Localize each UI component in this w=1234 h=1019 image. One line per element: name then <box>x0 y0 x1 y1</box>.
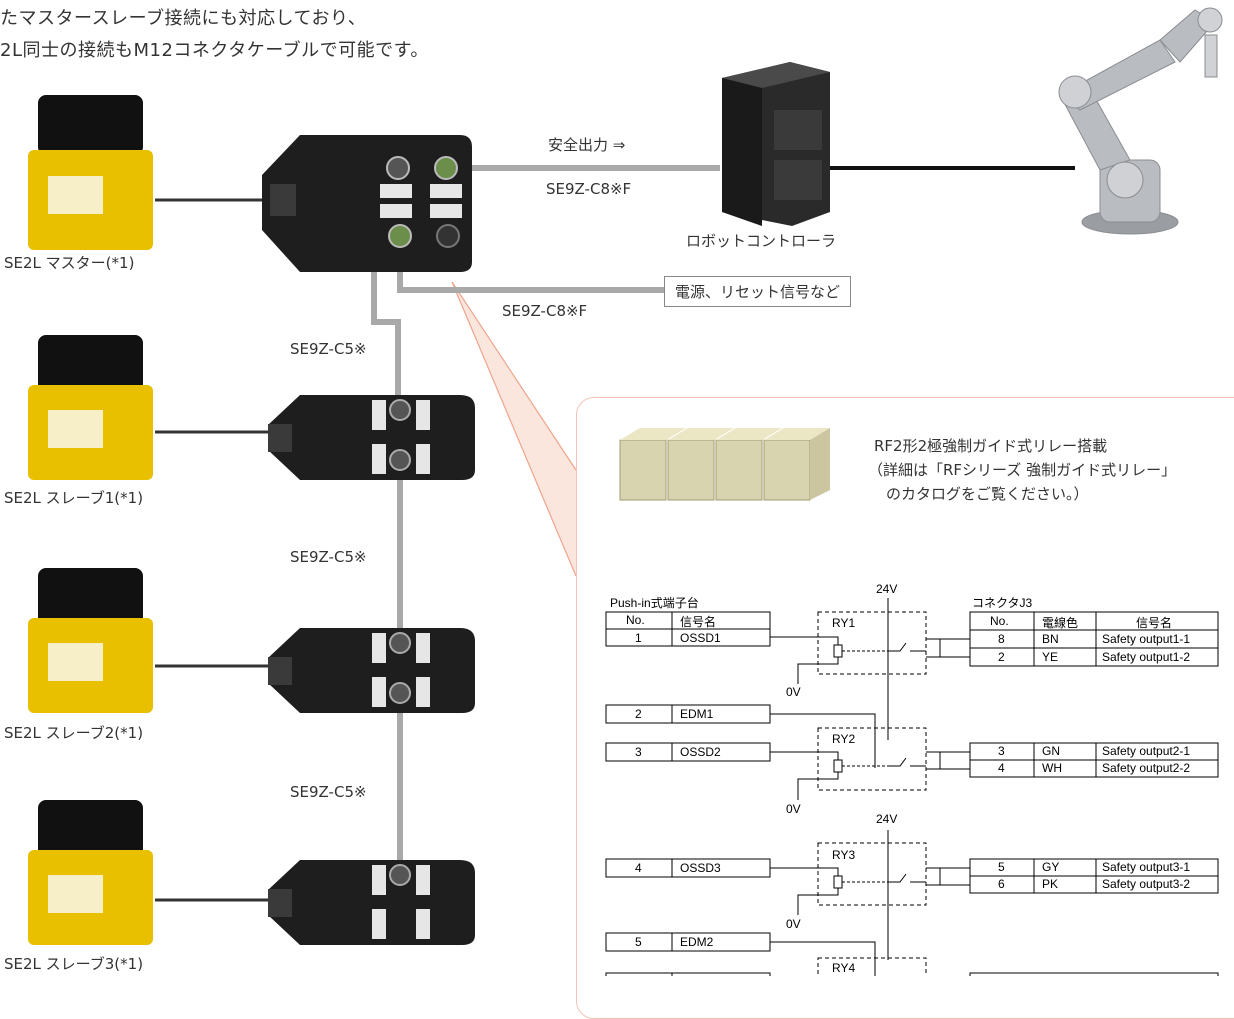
label-cable-c5-3: SE9Z-C5※ <box>290 783 367 801</box>
scanner-slave3 <box>28 800 153 945</box>
left-row-no: 2 <box>635 707 642 721</box>
scanner-slave2 <box>28 568 153 713</box>
right-header-no: No. <box>990 614 1009 628</box>
right-row-color: GY <box>1042 860 1060 874</box>
terminal-block-title: Push-in式端子台 <box>610 596 699 610</box>
right-row-name: Safety output1-2 <box>1102 650 1191 664</box>
robot-controller <box>722 62 830 226</box>
right-row-color: WH <box>1042 761 1062 775</box>
left-header-signal: 信号名 <box>680 615 717 629</box>
robot-arm <box>1058 7 1223 235</box>
left-row-name: OSSD3 <box>680 861 721 875</box>
relay-note-line-2: （詳細は「RFシリーズ 強制ガイド式リレー」 <box>868 461 1177 479</box>
connection-diagram <box>28 7 1223 945</box>
right-row-name: Safety output3-1 <box>1102 860 1191 874</box>
right-row-color: GN <box>1042 744 1060 758</box>
slave2-io-box <box>268 628 475 713</box>
right-row-no: 8 <box>998 632 1005 646</box>
right-row-name: Safety output2-1 <box>1102 744 1191 758</box>
label-slave2: SE2L スレーブ2(*1) <box>4 724 144 742</box>
label-cable-c5-1: SE9Z-C5※ <box>290 340 367 358</box>
supply-24v-top: 24V <box>876 582 898 596</box>
right-row-no: 2 <box>998 650 1005 664</box>
right-header-color: 電線色 <box>1042 616 1079 630</box>
label-cable-c8-top: SE9Z-C8※F <box>546 180 632 198</box>
right-row-color: BN <box>1042 632 1059 646</box>
left-row-name: EDM1 <box>680 707 714 721</box>
slave3-io-box <box>268 860 475 945</box>
scanner-master <box>28 95 153 250</box>
label-cable-c5-2: SE9Z-C5※ <box>290 548 367 566</box>
relay-note-line-3: のカタログをご覧ください。） <box>886 485 1089 503</box>
right-row-color: PK <box>1042 877 1059 891</box>
relay-images <box>619 428 830 501</box>
intro-line-2: 2L同士の接続もM12コネクタケーブルで可能です。 <box>0 40 429 61</box>
ground-0v: 0V <box>786 802 801 816</box>
slave1-io-box <box>268 395 475 480</box>
ground-0v: 0V <box>786 685 801 699</box>
left-row-no: 3 <box>635 745 642 759</box>
label-controller: ロボットコントローラ <box>686 232 837 250</box>
power-reset-box: 電源、リセット信号など <box>664 276 852 307</box>
ground-0v: 0V <box>786 917 801 931</box>
relay-label-ry4: RY4 <box>832 961 856 975</box>
right-row-no: 3 <box>998 744 1005 758</box>
label-slave1: SE2L スレーブ1(*1) <box>4 489 144 507</box>
right-row-no: 5 <box>998 860 1005 874</box>
left-header-no: No. <box>626 613 645 627</box>
left-row-no: 4 <box>635 861 642 875</box>
label-cable-c8-bottom: SE9Z-C8※F <box>502 302 588 320</box>
relay-schematic <box>605 598 1219 976</box>
left-row-no: 5 <box>635 935 642 949</box>
intro-line-1: たマスタースレーブ接続にも対応しており、 <box>0 8 367 29</box>
master-io-box <box>262 135 472 272</box>
right-row-name: Safety output3-2 <box>1102 877 1191 891</box>
relay-label-ry3: RY3 <box>832 848 856 862</box>
connector-j3-title: コネクタJ3 <box>972 596 1033 610</box>
right-header-signal: 信号名 <box>1136 616 1173 630</box>
left-row-no: 1 <box>635 631 642 645</box>
label-safety-output: 安全出力 ⇒ <box>548 136 626 154</box>
label-master: SE2L マスター(*1) <box>4 254 135 272</box>
label-slave3: SE2L スレーブ3(*1) <box>4 955 144 973</box>
left-row-name: OSSD2 <box>680 745 721 759</box>
scanner-slave1 <box>28 335 153 480</box>
right-row-no: 6 <box>998 877 1005 891</box>
right-row-name: Safety output1-1 <box>1102 632 1191 646</box>
left-row-name: OSSD1 <box>680 631 721 645</box>
right-row-no: 4 <box>998 761 1005 775</box>
relay-label-ry1: RY1 <box>832 616 856 630</box>
relay-label-ry2: RY2 <box>832 732 856 746</box>
supply-24v-bottom: 24V <box>876 812 898 826</box>
right-row-name: Safety output2-2 <box>1102 761 1191 775</box>
right-row-color: YE <box>1042 650 1059 664</box>
relay-note-line-1: RF2形2極強制ガイド式リレー搭載 <box>874 437 1108 455</box>
left-row-name: EDM2 <box>680 935 714 949</box>
